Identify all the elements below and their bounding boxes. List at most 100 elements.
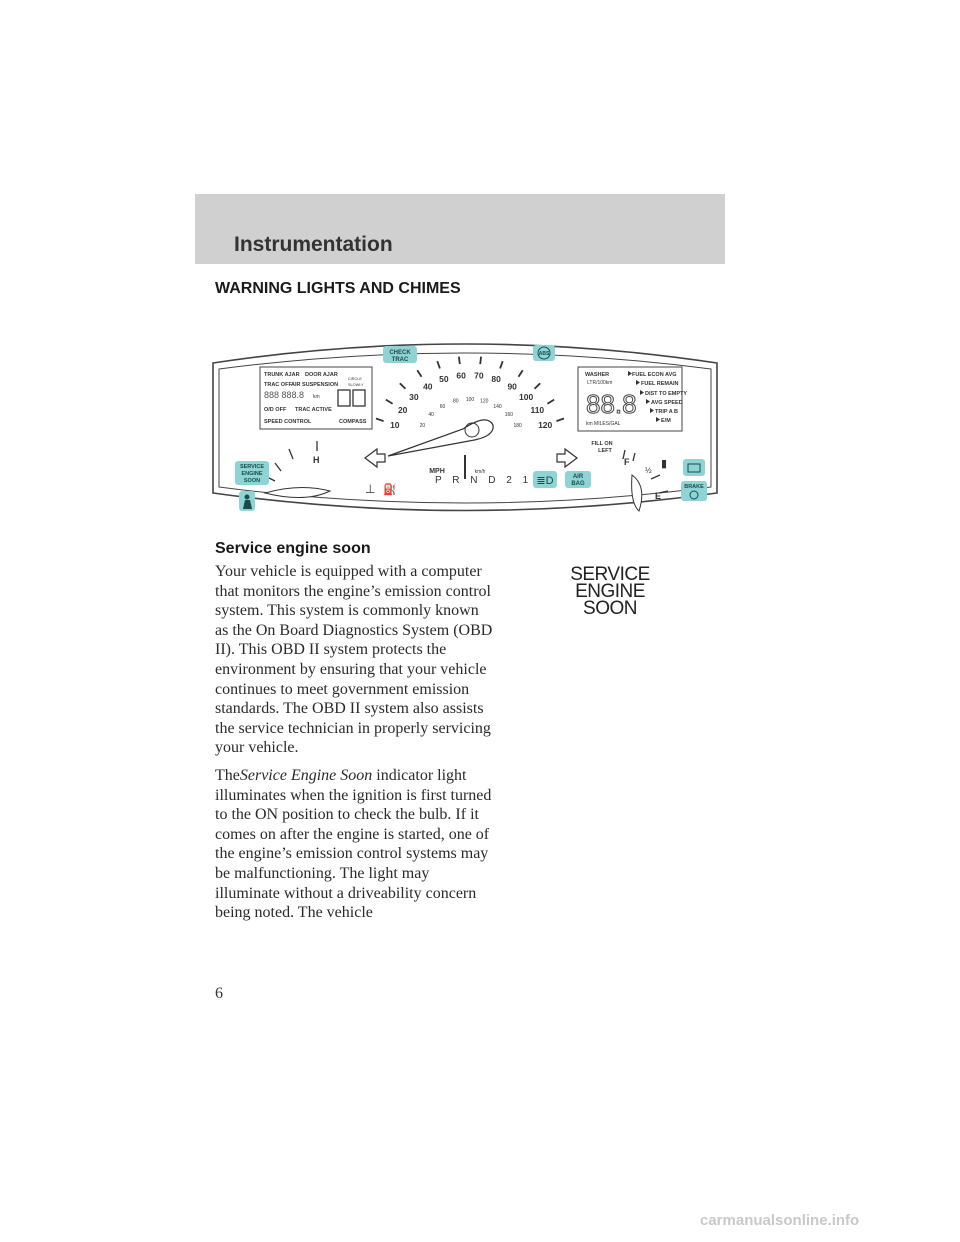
fuel-remain-label: FUEL REMAIN [641, 381, 679, 387]
instrument-cluster-illustration: TRUNK AJAR DOOR AJAR TRAC OFF AIR SUSPEN… [212, 343, 718, 512]
abs-light [533, 345, 555, 361]
watermark: carmanualsonline.info [700, 1212, 860, 1229]
avg-speed-label: AVG SPEED [651, 400, 683, 406]
ses-light-line3: SOON [244, 478, 260, 484]
mph-tick [385, 398, 394, 405]
kmh-tick-label: 60 [440, 404, 446, 410]
mph-tick [375, 417, 384, 422]
ses-light-line1: SERVICE [240, 464, 264, 470]
oil-can-icon: ⛽ [383, 483, 397, 496]
section-title: WARNING LIGHTS AND CHIMES [215, 280, 461, 297]
headlamp-light [533, 471, 557, 488]
check-trac-line2: TRAC [392, 357, 409, 363]
speedometer-ticks [375, 356, 565, 422]
mph-tick-label: 10 [390, 420, 400, 430]
mph-tick-label: 110 [530, 405, 544, 415]
km-miles-gal-label: km MILES/GAL [586, 421, 621, 427]
kmh-tick-label: 40 [428, 412, 434, 418]
kmh-tick-label: 160 [505, 412, 514, 418]
mph-tick [546, 398, 555, 405]
paragraph-italic-term: Service Engine Soon [239, 766, 373, 784]
mph-tick-label: 60 [456, 370, 466, 380]
mph-tick-label: 90 [507, 381, 517, 391]
door-ajar-label: DOOR AJAR [305, 372, 338, 378]
left-turn-arrow [364, 447, 386, 469]
temp-gauge-ticks [266, 441, 318, 482]
mph-tick [436, 360, 441, 369]
dist-to-empty-label: DIST TO EMPTY [645, 391, 687, 397]
ses-light-line2: ENGINE [241, 471, 262, 477]
service-engine-soon-light [235, 461, 269, 485]
fill-on-left-line2: LEFT [598, 448, 612, 454]
mph-label: MPH [429, 468, 445, 475]
page-number: 6 [215, 985, 223, 1002]
trunk-ajar-label: TRUNK AJAR [264, 372, 300, 378]
mph-tick-label: 70 [474, 370, 484, 380]
kmh-tick-label: 80 [453, 399, 459, 405]
fill-on-left-line1: FILL ON [591, 441, 612, 447]
mph-tick-label: 50 [439, 374, 449, 384]
mph-tick-label: 120 [538, 420, 552, 430]
coolant-icon: ⊥ [365, 482, 375, 496]
mph-tick-label: 30 [409, 392, 419, 402]
kmh-tick-label: 140 [493, 404, 502, 410]
kmh-tick-label: 100 [466, 397, 475, 403]
mph-tick-label: 20 [398, 405, 408, 415]
mph-tick [499, 360, 504, 369]
mph-tick [458, 356, 461, 365]
check-trac-line1: CHECK [389, 350, 411, 356]
circle-label: CIRCLE [348, 377, 362, 381]
trip-ab-label: TRIP A B [655, 409, 678, 415]
trac-off-label: TRAC OFF [264, 382, 292, 388]
ltr-100km-label: LTR/100km [587, 380, 612, 386]
ses-symbol-line1: SERVICE [570, 564, 650, 585]
right-message-display [577, 366, 683, 432]
paragraph-obd: Your vehicle is equipped with a computer… [215, 563, 493, 757]
fuel-empty-label: E [655, 491, 661, 501]
fuel-gauge-ticks [622, 449, 669, 494]
kmh-unit-label: km/h [475, 469, 486, 475]
fuel-full-label: F [624, 457, 630, 467]
mph-tick [533, 382, 541, 390]
mph-tick [416, 369, 423, 378]
service-engine-soon-symbol: SERVICE ENGINE SOON [540, 564, 680, 619]
paragraph-prefix: The [215, 766, 240, 784]
temp-hot-label: H [313, 455, 320, 465]
mph-tick [399, 382, 407, 390]
fuel-gauge-needle [631, 474, 643, 512]
paragraph-ses-indicator: TheService Engine Soon indicator light i… [215, 766, 495, 923]
fuel-half-label: ½ [645, 466, 652, 475]
odometer-km-label: km [313, 394, 320, 400]
right-turn-arrow [556, 447, 578, 469]
fuel-econ-avg-label: FUEL ECON AVG [632, 372, 677, 378]
battery-light [683, 459, 705, 476]
mph-tick [517, 369, 524, 378]
washer-label: WASHER [585, 372, 609, 378]
paragraph-rest: indicator light illuminates when the ign… [215, 766, 492, 922]
mph-tick-label: 40 [423, 381, 433, 391]
air-bag-line2: BAG [571, 481, 585, 487]
body-text: Your vehicle is equipped with a computer… [215, 562, 495, 931]
left-message-display [259, 366, 373, 430]
mph-tick [556, 417, 565, 422]
cluster-outline [212, 343, 718, 512]
odometer-digits: 888 888.8 [264, 390, 304, 400]
high-beam-icon: ≣D [536, 475, 553, 487]
mph-tick-label: 100 [519, 392, 533, 402]
trac-active-label: TRAC ACTIVE [295, 407, 332, 413]
speed-control-label: SPEED CONTROL [264, 419, 312, 425]
air-bag-light [565, 471, 591, 488]
slowly-label: SLOWLY [348, 383, 364, 387]
air-suspension-label: AIR SUSPENSION [291, 382, 338, 388]
subsection-title: Service engine soon [215, 540, 371, 557]
brake-label: BRAKE [684, 484, 704, 490]
em-label: E/M [661, 418, 671, 424]
ses-symbol-line3: SOON [583, 598, 637, 619]
kmh-tick-label: 120 [480, 399, 489, 405]
abs-label: ABS [539, 351, 550, 357]
fuel-pump-icon: ▮ [661, 458, 667, 470]
air-bag-line1: AIR [573, 474, 584, 480]
trip-digits: 88.8 [586, 389, 637, 419]
